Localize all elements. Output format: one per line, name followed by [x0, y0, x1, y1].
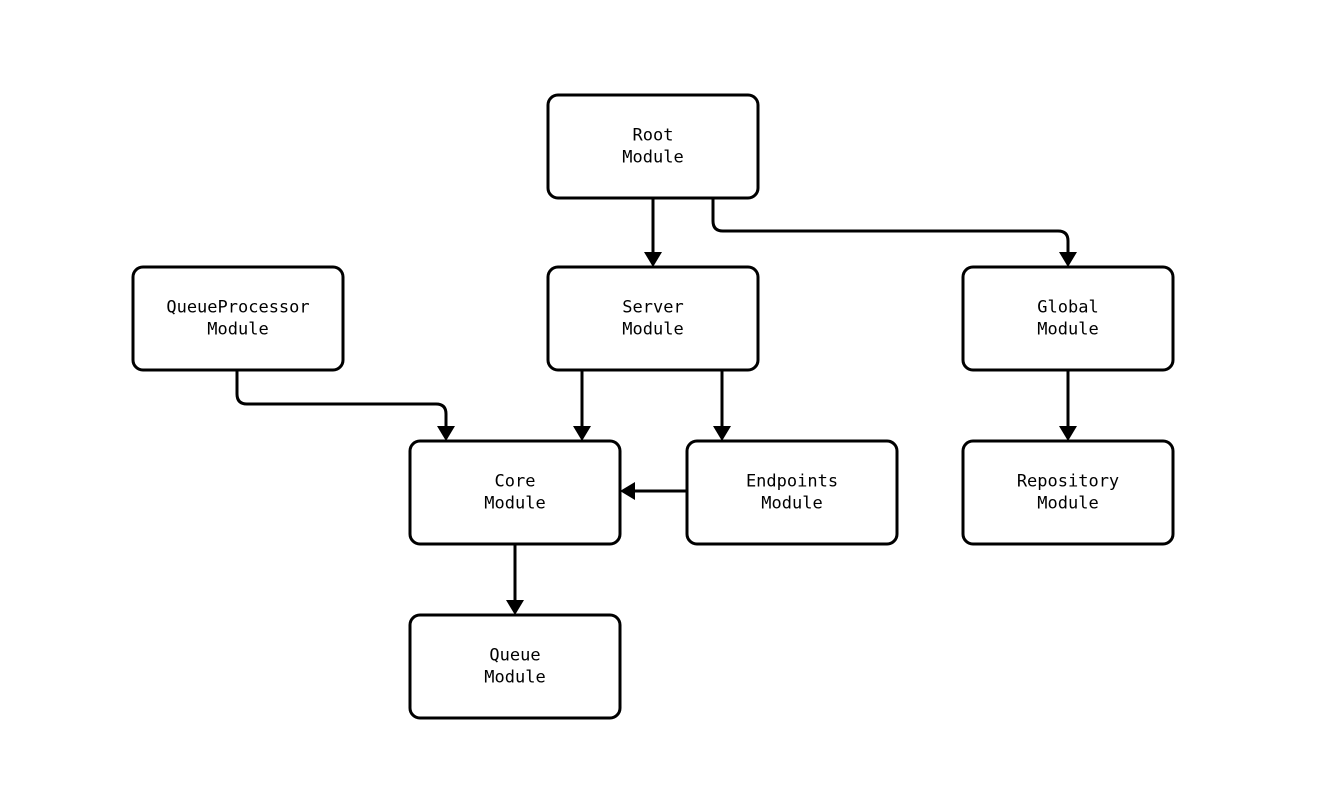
- arrowhead-icon-core-to-queue: [506, 600, 524, 615]
- node-label-line1-global: Global: [1037, 298, 1098, 318]
- node-label-line2-global: Module: [1037, 320, 1098, 340]
- node-label-line1-queue: Queue: [489, 646, 540, 666]
- edge-server-to-core: [573, 370, 591, 441]
- arrowhead-icon-root-to-global: [1059, 252, 1077, 267]
- arrowhead-icon-global-to-repository: [1059, 426, 1077, 441]
- node-label-line1-repository: Repository: [1017, 472, 1119, 492]
- node-label-line2-core: Module: [484, 494, 545, 514]
- node-label-line1-queueprocessor: QueueProcessor: [166, 298, 309, 318]
- arrowhead-icon-server-to-endpoints: [713, 426, 731, 441]
- node-box-global[interactable]: [961, 265, 1175, 372]
- edge-root-to-server: [644, 198, 662, 267]
- edge-server-to-endpoints: [713, 370, 731, 441]
- edge-root-to-global: [711, 198, 1077, 267]
- node-label-line2-root: Module: [622, 148, 683, 168]
- node-label-line2-queueprocessor: Module: [207, 320, 268, 340]
- arrowhead-icon-root-to-server: [644, 252, 662, 267]
- node-label-line1-root: Root: [633, 126, 674, 146]
- node-label-line1-core: Core: [495, 472, 536, 492]
- edges-layer: [235, 198, 1077, 615]
- arrowhead-icon-endpoints-to-core: [620, 482, 635, 500]
- edge-queueprocessor-to-core: [235, 370, 455, 441]
- node-box-endpoints[interactable]: [685, 439, 899, 546]
- arrowhead-icon-queueprocessor-to-core: [437, 426, 455, 441]
- edge-line-root-to-global: [711, 198, 1070, 252]
- node-box-repository[interactable]: [961, 439, 1175, 546]
- edge-core-to-queue: [506, 544, 524, 615]
- node-box-queueprocessor[interactable]: [131, 265, 345, 372]
- node-label-line2-repository: Module: [1037, 494, 1098, 514]
- node-box-root[interactable]: [546, 93, 760, 200]
- node-box-core[interactable]: [408, 439, 622, 546]
- node-label-line2-server: Module: [622, 320, 683, 340]
- node-label-line1-endpoints: Endpoints: [746, 472, 838, 492]
- node-box-queue[interactable]: [408, 613, 622, 720]
- node-label-line2-queue: Module: [484, 668, 545, 688]
- arrowhead-icon-server-to-core: [573, 426, 591, 441]
- node-label-line2-endpoints: Module: [761, 494, 822, 514]
- edge-line-queueprocessor-to-core: [235, 370, 448, 426]
- edge-endpoints-to-core: [620, 482, 687, 500]
- node-box-server[interactable]: [546, 265, 760, 372]
- node-label-line1-server: Server: [622, 298, 683, 318]
- edge-global-to-repository: [1059, 370, 1077, 441]
- nodes-layer: RootModuleQueueProcessorModuleServerModu…: [131, 93, 1175, 720]
